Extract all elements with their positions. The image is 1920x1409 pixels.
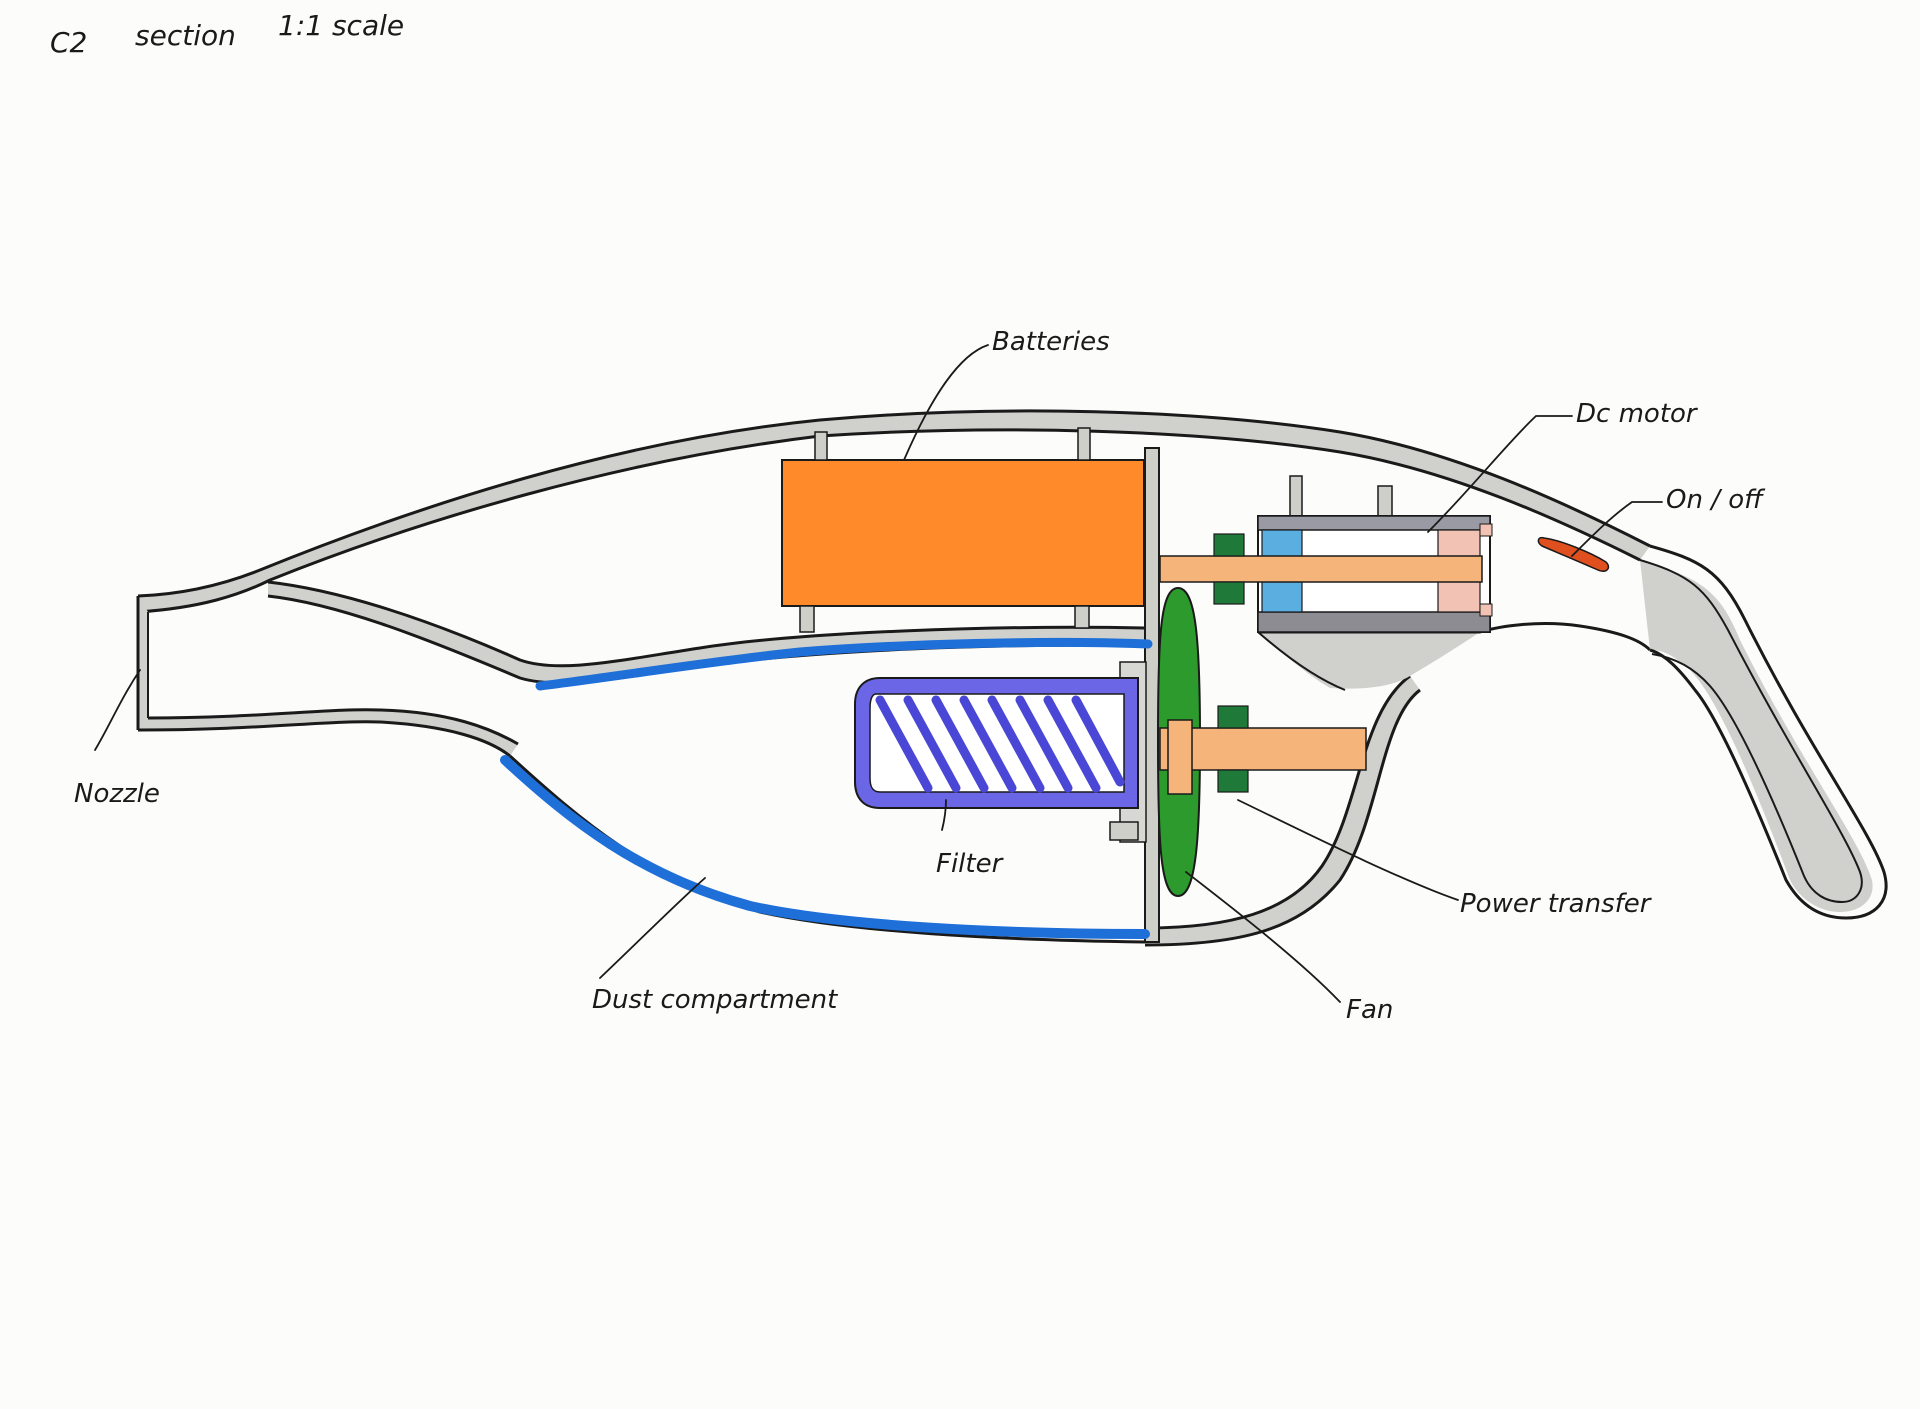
housing-shell [136, 409, 1888, 947]
label-dust-compartment: Dust compartment [592, 985, 838, 1015]
leader-batteries [903, 344, 989, 461]
leader-dust-compartment [599, 877, 706, 979]
batteries [781, 427, 1145, 633]
label-filter: Filter [936, 849, 1005, 879]
filter [854, 661, 1147, 843]
label-power-transfer: Power transfer [1460, 889, 1653, 919]
leader-lines [94, 344, 1663, 1003]
upper-shaft [1159, 533, 1483, 605]
leader-dc-motor [1427, 415, 1573, 533]
label-batteries: Batteries [992, 327, 1110, 357]
label-dc-motor: Dc motor [1576, 399, 1699, 429]
motor-mounts [1289, 475, 1393, 517]
dust-compartment [500, 637, 1153, 939]
label-nozzle: Nozzle [74, 779, 160, 809]
title-scale: 1:1 scale [278, 9, 404, 42]
label-fan: Fan [1346, 995, 1393, 1025]
leader-nozzle [94, 669, 141, 751]
power-transfer-shaft [1159, 705, 1367, 795]
label-on-off: On / off [1666, 485, 1766, 515]
title-section: section [135, 19, 236, 52]
leader-filter [941, 799, 947, 831]
leader-power-transfer [1237, 799, 1459, 901]
leader-fan [1185, 871, 1341, 1003]
leader-on-off [1571, 501, 1663, 557]
title-prefix: C2 [50, 26, 87, 59]
fan-wall [1144, 447, 1160, 943]
